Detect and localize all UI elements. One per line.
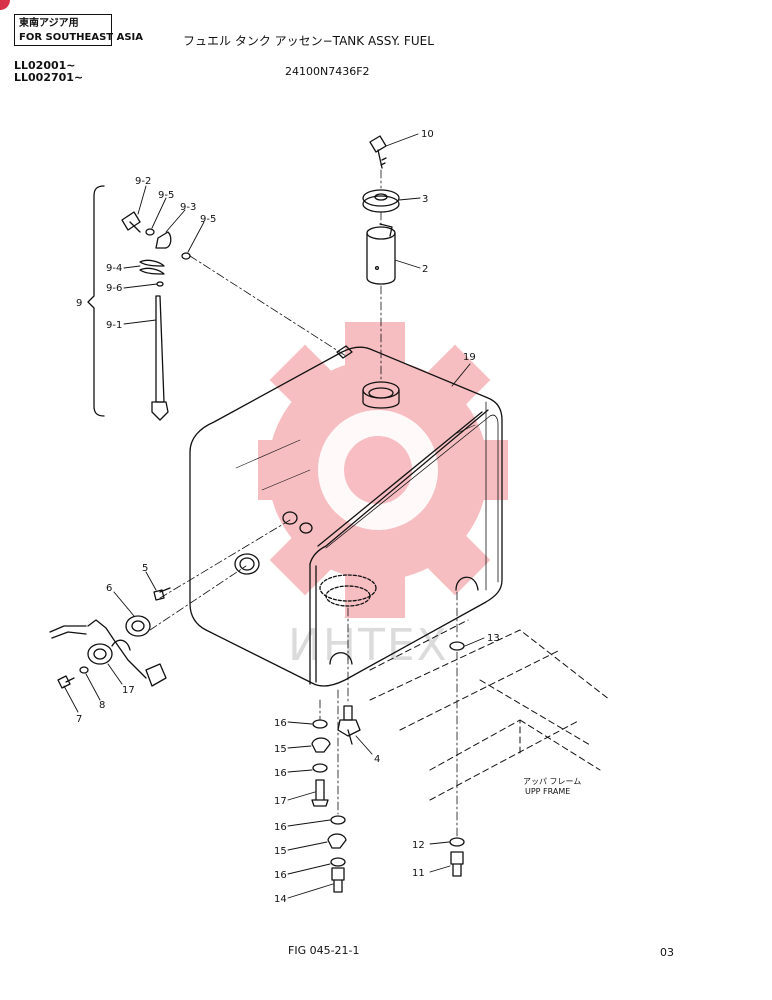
tank-bracket: [336, 345, 353, 359]
callout-16c: 16: [274, 822, 287, 833]
cushion-13: [449, 641, 465, 651]
callout-9-6: 9-6: [106, 283, 122, 294]
callout-9-3: 9-3: [180, 202, 196, 213]
assembly-centerlines: [149, 169, 458, 837]
callout-2: 2: [422, 264, 428, 275]
callout-7: 7: [76, 714, 82, 725]
mount-foot-right: [455, 576, 479, 591]
callout-9-2: 9-2: [135, 176, 151, 187]
serial-range-1: LL02001∼: [14, 59, 76, 72]
region-stamp: 東南アジア用 FOR SOUTHEAST ASIA: [14, 14, 144, 46]
sender-port: [234, 553, 260, 575]
mount-15a: [311, 737, 331, 753]
washer-12: [449, 837, 465, 847]
callout-4: 4: [374, 754, 380, 765]
callout-16d: 16: [274, 870, 287, 881]
figure-number: FIG 045-21-1: [288, 944, 360, 957]
cushion-16d: [330, 857, 346, 867]
page-title: フュエル タンク アッセン−TANK ASSY. FUEL: [183, 34, 434, 48]
mount-foot-left: [329, 652, 353, 665]
watermark-logo: ИНТЕХ: [258, 322, 508, 671]
o-ring-9-6: [156, 281, 164, 287]
sender-unit: [49, 619, 167, 687]
callout-19: 19: [463, 352, 476, 363]
callout-17: 17: [122, 685, 135, 696]
callout-14: 14: [274, 894, 287, 905]
callout-9-4: 9-4: [106, 263, 122, 274]
gasket-6: [125, 615, 151, 637]
cushion-16b: [312, 763, 328, 773]
callout-8: 8: [99, 700, 105, 711]
callout-17b: 17: [274, 796, 287, 807]
filler-cap: [362, 189, 400, 213]
o-ring-9-5b: [181, 252, 191, 260]
bolt-7: [57, 675, 75, 689]
callout-16a: 16: [274, 718, 287, 729]
mount-15b: [327, 833, 347, 849]
watermark-text: ИНТЕХ: [288, 620, 449, 671]
callout-9-5b: 9-5: [200, 214, 216, 225]
callout-6: 6: [106, 583, 112, 594]
washer-8: [79, 666, 89, 674]
page-code: 03: [660, 946, 674, 959]
callout-9: 9: [76, 298, 82, 309]
region-label-en: FOR SOUTHEAST ASIA: [19, 32, 144, 43]
callout-13: 13: [487, 633, 500, 644]
bolt-5: [153, 587, 171, 601]
clip-9-4: [139, 259, 165, 275]
fuel-tank: [189, 346, 503, 687]
assembly-part-number: 24100N7436F2: [285, 65, 370, 78]
upper-frame: [369, 619, 611, 801]
gauge-tube-9-1: [151, 295, 169, 421]
return-port: [282, 511, 313, 534]
o-ring-9-5a: [145, 228, 155, 236]
cap-9-3: [155, 231, 172, 249]
callout-3: 3: [422, 194, 428, 205]
filler-neck: [362, 381, 400, 409]
filler-pipe: [366, 223, 396, 285]
cushion-16a: [312, 719, 328, 729]
callout-11: 11: [412, 868, 425, 879]
callout-12: 12: [412, 840, 425, 851]
callout-5: 5: [142, 563, 148, 574]
serial-range-2: LL002701∼: [14, 71, 84, 84]
level-gauge-fitting: [121, 211, 141, 233]
fuel-key: [369, 135, 387, 169]
cushion-16c: [330, 815, 346, 825]
callout-16b: 16: [274, 768, 287, 779]
corner-marker: [0, 0, 10, 10]
region-label-jp: 東南アジア用: [19, 18, 79, 29]
drain-valve: [337, 705, 361, 745]
bracket-group-9: [87, 185, 105, 417]
bolt-14: [331, 867, 345, 893]
callout-leaders: [63, 133, 485, 899]
frame-label-jp: アッパ フレーム: [523, 777, 581, 786]
callout-9-5a: 9-5: [158, 190, 174, 201]
bolt-11: [450, 851, 464, 877]
callout-9-1: 9-1: [106, 320, 122, 331]
callout-15a: 15: [274, 744, 287, 755]
drain-location: [319, 574, 377, 607]
stud-17b: [311, 779, 329, 807]
frame-label-en: UPP FRAME: [525, 787, 570, 796]
callout-10: 10: [421, 129, 434, 140]
callout-15b: 15: [274, 846, 287, 857]
